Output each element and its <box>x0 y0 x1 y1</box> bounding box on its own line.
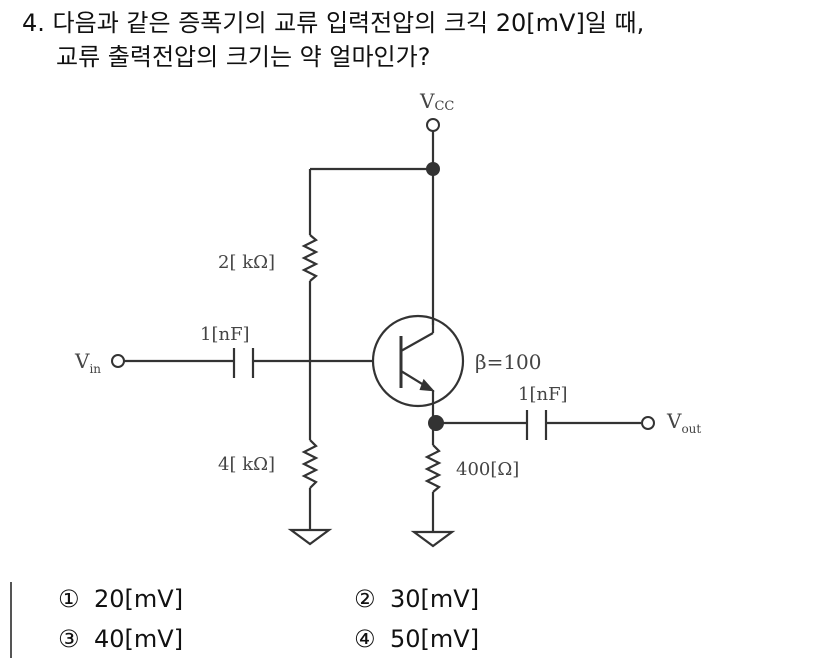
svg-text:Vout: Vout <box>666 409 701 436</box>
transistor-body <box>371 314 465 408</box>
ground-right <box>410 530 456 548</box>
label-r-top: 2[ kΩ] <box>218 252 275 273</box>
label-r-bottom: 4[ kΩ] <box>218 454 275 475</box>
label-c-in: 1[nF] <box>200 324 250 345</box>
node-vcc <box>426 162 440 176</box>
ground-left <box>287 528 333 546</box>
vout-terminal <box>641 416 655 430</box>
node-emitter <box>428 415 444 431</box>
resistor-2k <box>301 234 319 282</box>
question-line-1: 4. 다음과 같은 증폭기의 교류 입력전압의 크긱 20[mV]일 때, <box>22 6 644 40</box>
vin-terminal <box>111 354 125 368</box>
label-beta: β=100 <box>475 350 542 374</box>
question-number: 4. <box>22 9 45 37</box>
question: 4. 다음과 같은 증폭기의 교류 입력전압의 크긱 20[mV]일 때, 교류… <box>22 6 644 74</box>
svg-text:Vin: Vin <box>74 349 101 376</box>
svg-text:VCC: VCC <box>419 89 454 114</box>
resistor-400 <box>424 444 442 493</box>
margin-bar <box>10 582 12 658</box>
vcc-terminal <box>426 118 440 132</box>
label-r-emitter: 400[Ω] <box>456 459 519 480</box>
question-text-1: 다음과 같은 증폭기의 교류 입력전압의 크긱 20[mV]일 때, <box>52 9 645 37</box>
question-line-2: 교류 출력전압의 크기는 약 얼마인가? <box>56 43 431 71</box>
resistor-4k <box>301 439 319 489</box>
label-c-out: 1[nF] <box>518 384 568 405</box>
